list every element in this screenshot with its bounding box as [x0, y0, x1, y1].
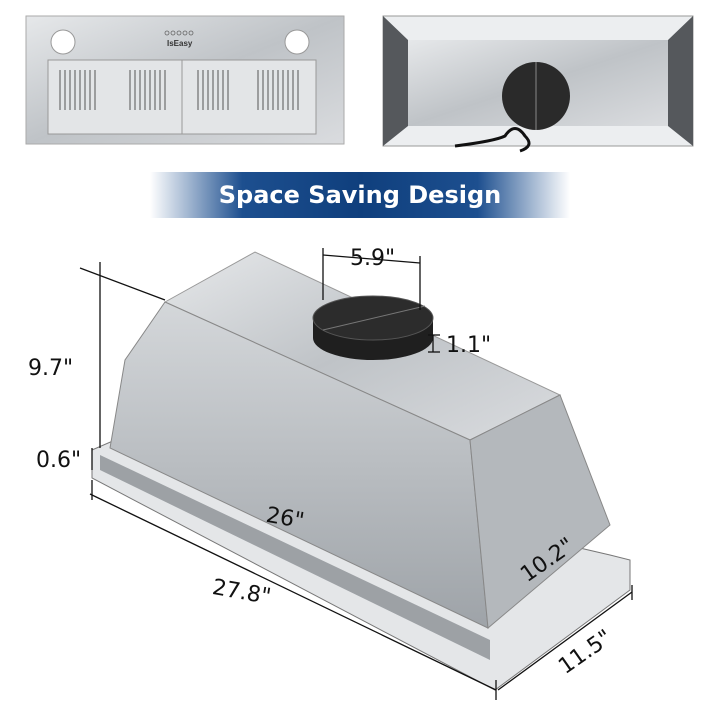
- back-view-hood: [382, 15, 694, 153]
- main-hood: [91, 251, 631, 691]
- body-height-label: 9.7": [28, 356, 74, 381]
- brand-logo: IsEasy: [167, 39, 193, 48]
- banner: Space Saving Design: [150, 172, 570, 218]
- flange-height-label: 0.6": [36, 448, 82, 473]
- front-view-hood: [25, 15, 345, 145]
- banner-title: Space Saving Design: [218, 181, 502, 209]
- duct-height-label: 1.1": [446, 333, 492, 358]
- duct-diameter-label: 5.9": [350, 246, 396, 271]
- power-cord: [454, 127, 531, 153]
- dimension-lines: [79, 248, 633, 700]
